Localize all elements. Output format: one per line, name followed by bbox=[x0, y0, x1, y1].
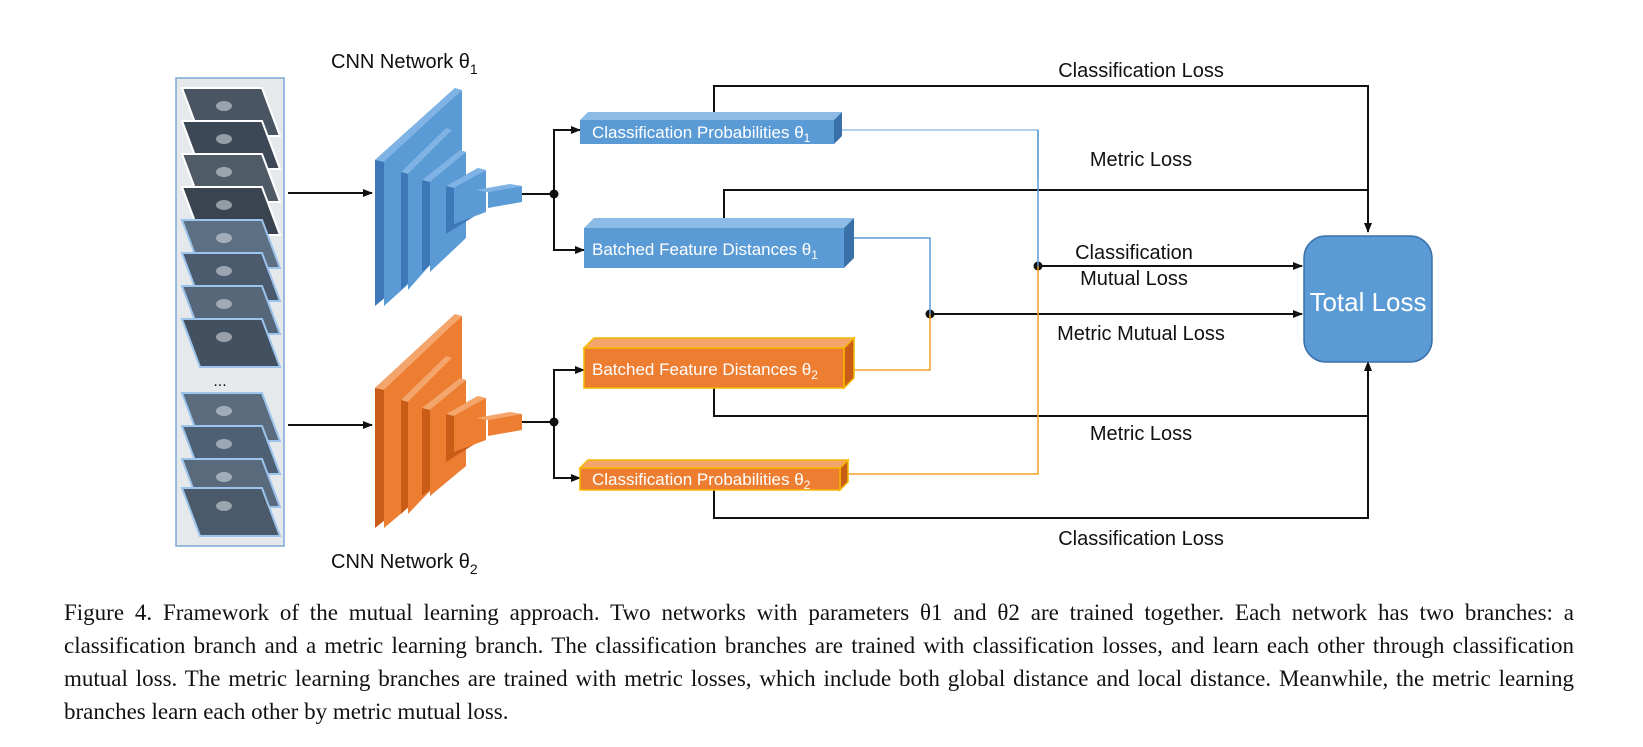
box-batched-feature-distances-1: Batched Feature Distances θ1 bbox=[584, 218, 854, 268]
branch-split-top bbox=[522, 126, 585, 254]
feat-dist-1-label: Batched Feature Distances θ1 bbox=[592, 240, 818, 262]
cnn-network-1 bbox=[375, 88, 522, 306]
metric-loss-top-label: Metric Loss bbox=[1090, 149, 1192, 171]
cls-prob-1-label: Classification Probabilities θ1 bbox=[592, 123, 811, 145]
box-classification-probabilities-2: Classification Probabilities θ2 bbox=[578, 458, 850, 492]
split-dot-bottom bbox=[549, 417, 559, 427]
branch-split-bottom bbox=[522, 366, 585, 482]
classification-mutual-label-2: Mutual Loss bbox=[1080, 268, 1188, 290]
image-ellipsis: ... bbox=[213, 373, 226, 390]
metric-mutual-label: Metric Mutual Loss bbox=[1057, 323, 1225, 345]
person-image-tiles bbox=[180, 87, 282, 236]
feat-dist-2-label: Batched Feature Distances θ2 bbox=[592, 360, 818, 382]
figure-caption: Figure 4. Framework of the mutual learni… bbox=[64, 600, 1574, 724]
box-batched-feature-distances-2: Batched Feature Distances θ2 bbox=[582, 336, 856, 390]
cnn-network-2-title: CNN Network θ2 bbox=[331, 551, 478, 577]
classification-loss-bottom-label: Classification Loss bbox=[1058, 528, 1224, 550]
cnn-network-2 bbox=[375, 314, 522, 528]
input-image-stack: ... bbox=[175, 77, 285, 547]
cls-prob-2-label: Classification Probabilities θ2 bbox=[592, 470, 811, 492]
mutual-feed-lines bbox=[842, 129, 1039, 475]
metric-loss-bottom-label: Metric Loss bbox=[1090, 423, 1192, 445]
box-classification-probabilities-1: Classification Probabilities θ1 bbox=[580, 112, 842, 145]
mutual-learning-diagram: ... CNN Network θ1 CNN Network θ2 bbox=[175, 51, 1433, 577]
cnn-network-1-title: CNN Network θ1 bbox=[331, 51, 478, 77]
loss-paths bbox=[713, 85, 1372, 519]
split-dot-top bbox=[549, 189, 559, 199]
classification-mutual-label-1: Classification bbox=[1075, 242, 1193, 264]
total-loss-label: Total Loss bbox=[1309, 287, 1426, 317]
total-loss-box: Total Loss bbox=[1303, 235, 1433, 363]
classification-loss-top-label: Classification Loss bbox=[1058, 60, 1224, 82]
